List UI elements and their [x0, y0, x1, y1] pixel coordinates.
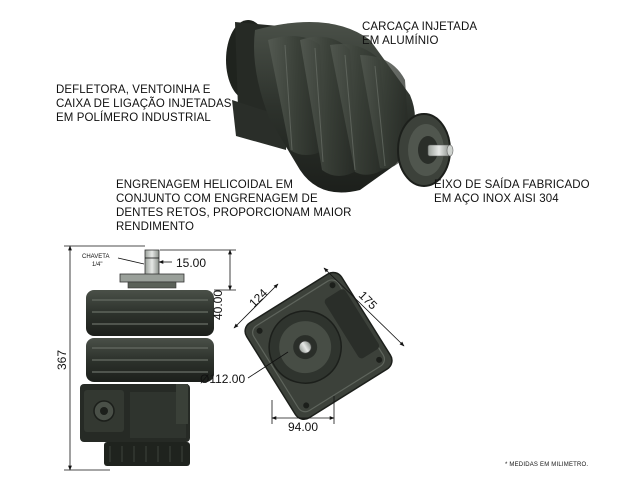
- callout-shaft-line2: EM AÇO INOX AISI 304: [434, 193, 559, 205]
- callout-housing: CARCAÇA INJETADA EM ALUMÍNIO: [362, 20, 477, 48]
- dim-side-124: 124: [246, 286, 270, 310]
- callout-gear-line2: CONJUNTO COM ENGRENAGEM DE: [116, 193, 318, 205]
- callout-fan-line1: DEFLETORA, VENTOINHA E: [56, 84, 211, 96]
- callout-fan-line2: CAIXA DE LIGAÇÃO INJETADAS: [56, 98, 232, 110]
- callout-gear-line1: ENGRENAGEM HELICOIDAL EM: [116, 179, 294, 191]
- dim-shaft-length: 40.00: [211, 290, 225, 320]
- dimension-lines: [64, 245, 405, 471]
- key-size: 1/4": [92, 262, 102, 268]
- callout-housing-line2: EM ALUMÍNIO: [362, 35, 439, 47]
- callout-fan-line3: EM POLÍMERO INDUSTRIAL: [56, 112, 211, 124]
- callout-fan-cover: DEFLETORA, VENTOINHA E CAIXA DE LIGAÇÃO …: [56, 83, 232, 125]
- units-note: * MEDIDAS EM MILIMETRO.: [505, 462, 589, 468]
- gearbox-front-view: [80, 249, 214, 466]
- dim-flange-diameter: Ø112.00: [200, 372, 245, 386]
- dim-width-94: 94.00: [288, 420, 318, 434]
- callout-shaft-line1: EIXO DE SAÍDA FABRICADO: [434, 179, 590, 191]
- callout-output-shaft: EIXO DE SAÍDA FABRICADO EM AÇO INOX AISI…: [434, 178, 590, 206]
- gearbox-isometric-render: [226, 20, 454, 193]
- key-label: CHAVETA: [82, 254, 109, 260]
- dim-total-height: 367: [55, 350, 69, 370]
- dim-key-width: 15.00: [176, 256, 206, 270]
- callout-gearing: ENGRENAGEM HELICOIDAL EM CONJUNTO COM EN…: [116, 178, 352, 234]
- callout-gear-line4: RENDIMENTO: [116, 221, 195, 233]
- callout-gear-line3: DENTES RETOS, PROPORCIONAM MAIOR: [116, 207, 352, 219]
- callout-housing-line1: CARCAÇA INJETADA: [362, 21, 478, 33]
